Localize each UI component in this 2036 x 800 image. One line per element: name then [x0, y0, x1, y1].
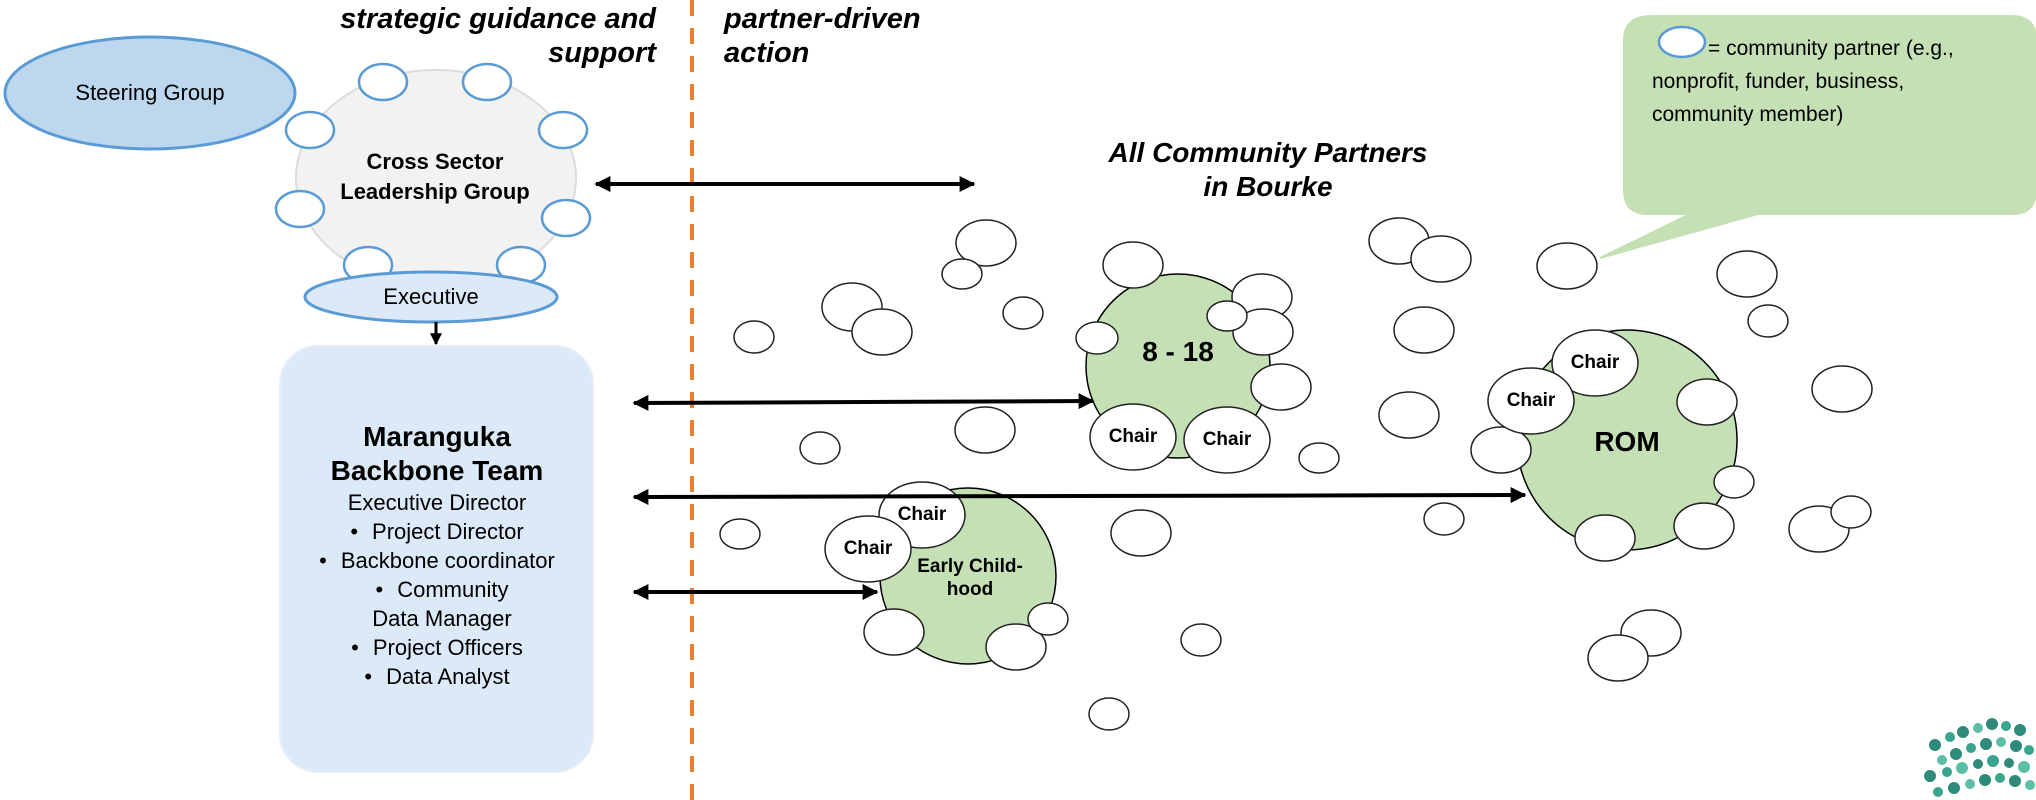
steering-group-label: Steering Group: [75, 80, 225, 105]
backbone-item: Project Officers: [282, 633, 592, 662]
backbone-item: Data Analyst: [282, 662, 592, 691]
chair-label: Chair: [1108, 426, 1158, 447]
chair-label: Chair: [1506, 390, 1556, 411]
chair-label: Chair: [1202, 429, 1252, 450]
executive-ellipse: [303, 270, 559, 324]
chair-circles: [824, 329, 1639, 583]
backbone-item: Backbone coordinator: [282, 546, 592, 575]
connector-arrows: [594, 176, 1527, 600]
chair-circle: [1089, 403, 1177, 471]
chair-label: Chair: [897, 504, 947, 525]
backbone-title: Maranguka Backbone Team: [330, 421, 544, 486]
arrow-rom: [632, 487, 1527, 505]
legend-text: = community partner (e.g., nonprofit, fu…: [1652, 37, 1954, 126]
chair-circle: [1183, 406, 1271, 474]
group-rom-label: ROM: [1594, 426, 1660, 457]
cross-sector-label: Cross Sector Leadership Group: [340, 149, 530, 204]
community-partners: [719, 217, 1873, 731]
backbone-item: Community Data Manager: [282, 575, 592, 633]
legend-partner-icon: [1657, 25, 1707, 59]
group-8-18-label: 8 - 18: [1142, 336, 1214, 367]
chair-circle: [1551, 329, 1639, 397]
backbone-subtitle: Executive Director: [347, 490, 527, 515]
header-strategic-guidance: strategic guidance and support: [340, 3, 656, 69]
arrow-8-18: [632, 393, 1095, 411]
chair-circle: [824, 515, 912, 583]
group-early-childhood-label: Early Child- hood: [917, 556, 1023, 600]
all-partners-label: All Community Partners in Bourke: [1108, 137, 1428, 202]
leaf-logo-icon: [1924, 718, 2035, 797]
legend-callout: [1599, 15, 2036, 259]
chair-circle: [1487, 367, 1575, 435]
backbone-item: Project Director: [282, 517, 592, 546]
chair-label: Chair: [843, 538, 893, 559]
steering-group-ellipse: [3, 35, 297, 151]
backbone-team: Maranguka Backbone Team Executive Direct…: [282, 346, 592, 770]
chair-label: Chair: [1570, 352, 1620, 373]
header-partner-driven: partner-driven action: [724, 3, 921, 69]
executive-label: Executive: [383, 284, 479, 309]
cross-sector-partners: [274, 62, 592, 285]
